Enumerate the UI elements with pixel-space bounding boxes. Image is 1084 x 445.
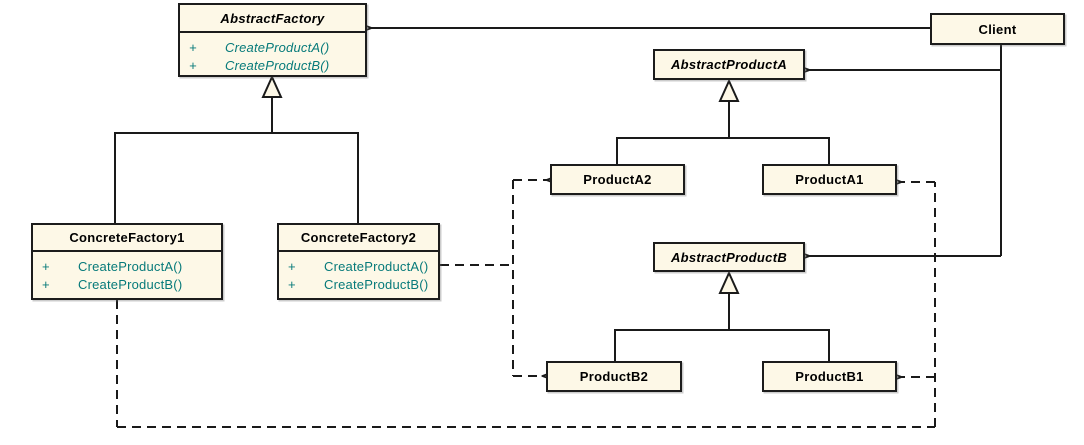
class-box-product-b1: ProductB1 [762, 361, 897, 392]
class-box-product-a1: ProductA1 [762, 164, 897, 195]
method-row: + CreateProductB() [33, 275, 221, 293]
method-row: + CreateProductA() [279, 257, 438, 275]
compartment-divider [33, 250, 221, 252]
generalization-product-b [614, 270, 830, 361]
methods-compartment: + CreateProductA() + CreateProductB() [33, 252, 221, 293]
class-box-concrete-factory2: ConcreteFactory2 + CreateProductA() + Cr… [277, 223, 440, 300]
class-title: ConcreteFactory2 [300, 230, 417, 245]
class-box-product-b2: ProductB2 [546, 361, 682, 392]
method-name: CreateProductA() [324, 258, 429, 274]
compartment-divider [279, 250, 438, 252]
class-title: AbstractFactory [220, 10, 325, 26]
compartment-divider [180, 31, 365, 33]
class-title: ProductB2 [579, 369, 649, 384]
generalization-triangle-icon [718, 78, 740, 102]
method-row: + CreateProductA() [33, 257, 221, 275]
class-box-abstract-product-a: AbstractProductA [653, 49, 805, 80]
method-name: CreateProductB() [225, 57, 330, 73]
class-title: ProductB1 [795, 369, 864, 384]
class-box-concrete-factory1: ConcreteFactory1 + CreateProductA() + Cr… [31, 223, 223, 300]
dependency-concretefactory2 [440, 180, 547, 376]
generalization-product-a [616, 78, 830, 164]
class-box-client: Client [930, 13, 1065, 45]
visibility-public: + [42, 276, 50, 292]
generalization-factories [114, 74, 359, 223]
method-name: CreateProductB() [78, 276, 183, 292]
visibility-public: + [288, 276, 296, 292]
association-client-products [809, 45, 1002, 256]
generalization-triangle-icon [718, 270, 740, 294]
class-title: ConcreteFactory1 [69, 230, 185, 245]
class-title: Client [978, 21, 1017, 37]
methods-compartment: + CreateProductA() + CreateProductB() [180, 33, 365, 74]
class-box-abstract-factory: AbstractFactory + CreateProductA() + Cre… [178, 3, 367, 77]
dependency-concretefactory1 [116, 182, 936, 428]
class-title: AbstractProductA [670, 57, 788, 72]
class-title: ProductA2 [583, 172, 652, 187]
method-row: + CreateProductA() [180, 38, 365, 56]
method-row: + CreateProductB() [279, 275, 438, 293]
class-title: AbstractProductB [670, 249, 788, 265]
method-row: + CreateProductB() [180, 56, 365, 74]
visibility-public: + [42, 258, 50, 274]
method-name: CreateProductB() [324, 276, 429, 292]
class-title: ProductA1 [795, 172, 864, 187]
method-name: CreateProductA() [225, 39, 330, 55]
class-box-product-a2: ProductA2 [550, 164, 685, 195]
visibility-public: + [189, 39, 197, 55]
method-name: CreateProductA() [78, 258, 183, 274]
methods-compartment: + CreateProductA() + CreateProductB() [279, 252, 438, 293]
visibility-public: + [189, 57, 197, 73]
class-box-abstract-product-b: AbstractProductB [653, 242, 805, 272]
generalization-triangle-icon [261, 74, 283, 98]
visibility-public: + [288, 258, 296, 274]
